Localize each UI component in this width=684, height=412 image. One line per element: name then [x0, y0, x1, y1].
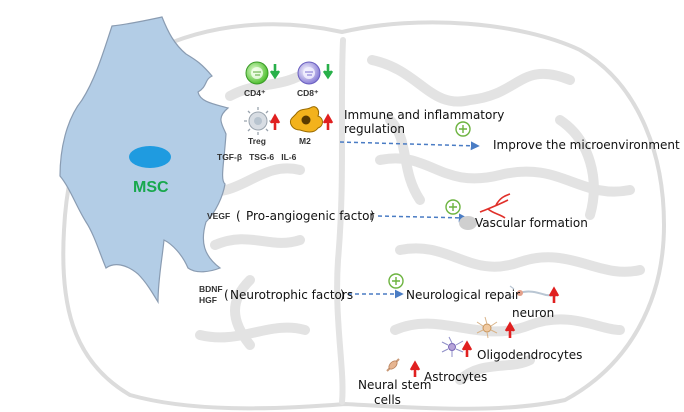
- brain-illustration: [61, 20, 666, 411]
- cd8-down-arrow-icon: [322, 64, 334, 80]
- vascular-outcome: Vascular formation: [475, 216, 588, 230]
- treg-label: Treg: [248, 136, 266, 146]
- astrocyte-icon: [441, 336, 464, 357]
- vascular-icon: [459, 193, 511, 230]
- neuro-outcome: Neurological repair: [406, 288, 520, 302]
- oligodendrocyte-icon: [476, 316, 498, 339]
- microenvironment-outcome: Improve the microenvironment: [493, 138, 680, 152]
- neuron-icon: [508, 285, 557, 299]
- angio-close-paren: ): [370, 209, 375, 223]
- cd8-cell-icon: [297, 61, 321, 85]
- cd4-label: CD4⁺: [244, 88, 266, 98]
- m2-label: M2: [299, 136, 311, 146]
- astrocytes-label: Astrocytes: [424, 370, 488, 384]
- bdnf-label: BDNF: [199, 284, 223, 294]
- neural-stem-cell-icon: [386, 358, 400, 372]
- vegf-label: VEGF: [207, 211, 231, 221]
- neural-stem-up-arrow-icon: [409, 360, 421, 377]
- plus-icon-angio: [445, 199, 461, 215]
- oligodendrocyte-up-arrow-icon: [504, 321, 516, 338]
- angio-open-paren: (: [236, 209, 241, 223]
- neuro-open-paren: (: [224, 288, 229, 302]
- immune-effect-line1: Immune and inflammatory: [344, 108, 505, 122]
- plus-icon-neuro: [388, 273, 404, 289]
- cd8-label: CD8⁺: [297, 88, 319, 98]
- neural-stem-label-line2: cells: [374, 393, 401, 407]
- hgf-label: HGF: [199, 295, 217, 305]
- treg-up-arrow-icon: [269, 113, 281, 130]
- msc-nucleus: [129, 146, 171, 168]
- angio-factor-label: Pro-angiogenic factor: [246, 209, 375, 223]
- neuro-close-paren: ): [340, 288, 345, 302]
- neural-stem-label-line1: Neural stem: [358, 378, 432, 392]
- immune-to-microenvironment-arrow: [339, 141, 480, 151]
- treg-cell-icon: [244, 107, 272, 135]
- oligodendrocytes-label: Oligodendrocytes: [477, 348, 583, 362]
- cytokines-label: TGF-β TSG-6 IL-6: [217, 152, 297, 162]
- m2-macrophage-icon: [289, 106, 323, 133]
- neuron-label: neuron: [512, 306, 555, 320]
- angio-to-vascular-arrow: [377, 213, 468, 223]
- m2-up-arrow-icon: [322, 113, 334, 130]
- plus-icon-immune: [455, 121, 471, 137]
- neuron-up-arrow-icon: [548, 286, 560, 303]
- immune-effect-line2: regulation: [344, 122, 405, 136]
- cd4-down-arrow-icon: [269, 64, 281, 80]
- astrocyte-up-arrow-icon: [461, 340, 473, 357]
- msc-label: MSC: [133, 179, 169, 196]
- cd4-cell-icon: [245, 61, 269, 85]
- neuro-factor-label: Neurotrophic factors: [230, 288, 354, 302]
